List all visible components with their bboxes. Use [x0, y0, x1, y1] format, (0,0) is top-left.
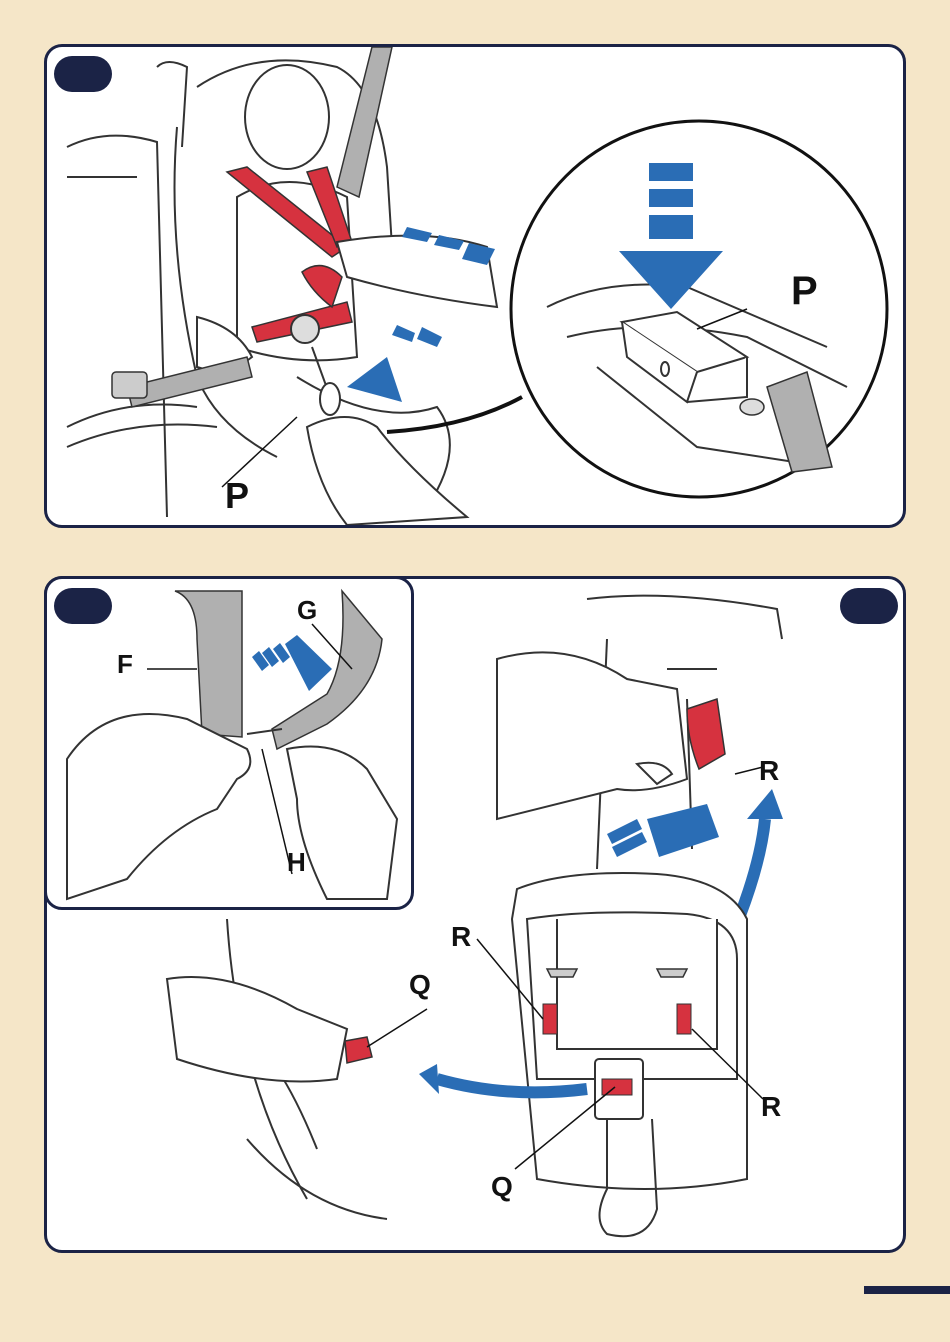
thread-arrow-icon [252, 635, 332, 691]
belt-threading-illustration [47, 579, 411, 907]
label-r-left: R [451, 921, 471, 953]
label-h: H [287, 847, 306, 878]
hands-threading-belt [67, 714, 397, 899]
release-tab-q-pulled [345, 1037, 372, 1063]
push-arrow-icon [607, 804, 719, 857]
release-tab-r-top [687, 699, 725, 769]
harness-buckle [291, 315, 319, 343]
step-badge-2 [54, 588, 112, 624]
label-p-main: P [225, 475, 249, 517]
label-r-top: R [759, 755, 779, 787]
label-f: F [117, 649, 133, 680]
figure-panel-harness-adjust: P P [44, 44, 906, 528]
zoom-detail-circle [511, 121, 887, 497]
adult-hand [307, 383, 467, 525]
page-footer-bar [864, 1286, 950, 1294]
harness-illustration [47, 47, 903, 525]
step-badge-1 [54, 56, 112, 92]
step-badge-3 [840, 588, 898, 624]
left-arrow-icon [419, 1064, 439, 1094]
release-tab-r-left [543, 1004, 557, 1034]
hand-pulling-strap [167, 977, 347, 1082]
shoulder-belt [337, 47, 392, 197]
hand-pressing-tab [497, 652, 687, 819]
seat-back-view [512, 873, 747, 1236]
figure-panel-belt-threading: F G H [44, 576, 414, 910]
label-q-left: Q [409, 969, 431, 1001]
up-arrow-icon [747, 789, 783, 819]
label-q-bottom: Q [491, 1171, 513, 1203]
belt-f [175, 591, 242, 737]
label-r-right: R [761, 1091, 781, 1123]
release-tab-q [602, 1079, 632, 1095]
label-g: G [297, 595, 317, 626]
release-tab-r-right [677, 1004, 691, 1034]
label-p-zoom: P [791, 269, 818, 314]
